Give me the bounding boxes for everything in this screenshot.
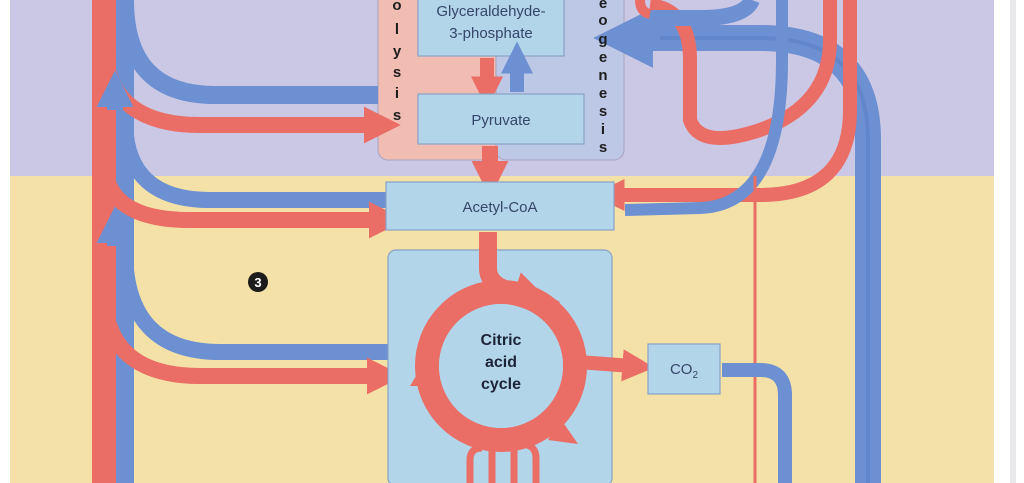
cycle-arrowhead-left — [410, 356, 440, 386]
red-arrow-to-acetyl-right — [592, 0, 857, 212]
right-margin — [994, 0, 1024, 483]
step-marker-circle — [248, 272, 268, 292]
cycle-label-line3: cycle — [481, 376, 521, 393]
pyruvate-box — [417, 93, 585, 145]
outflow-tube-1 — [466, 444, 483, 483]
red-arrow-to-citric — [96, 289, 404, 395]
cycle-arrowhead-right — [548, 418, 578, 444]
g3p-label-line1: Glyceraldehyde- — [436, 3, 545, 20]
blue-loop-top — [116, 0, 378, 104]
blue-swoop-top — [650, 0, 760, 26]
acetyl-coa-box — [385, 181, 615, 231]
gluconeogenesis-letter: s — [599, 139, 607, 156]
gluconeogenesis-letter: n — [598, 67, 607, 84]
co2-outflow-pipe — [722, 363, 792, 483]
co2-box — [647, 343, 721, 395]
gluconeogenesis-letter: o — [598, 12, 607, 29]
scrollbar-track — [1010, 0, 1016, 483]
red-arrow-cycle-to-co2 — [577, 349, 655, 382]
gluconeogenesis-letter: e — [599, 49, 607, 66]
red-tip-top — [635, 0, 652, 19]
glycolysis-letter: l — [395, 21, 399, 38]
cycle-arrowhead-top — [535, 288, 560, 318]
cycle-label-line1: Citric — [481, 332, 522, 349]
blue-line-to-acetyl-right — [624, 0, 788, 216]
blue-arrow-to-gluconeogenesis — [593, 8, 881, 483]
gluconeogenesis-letter: e — [599, 0, 607, 12]
g3p-box — [417, 0, 565, 57]
blue-pipe-shade — [660, 36, 870, 483]
g3p-label-line2: 3-phosphate — [449, 25, 532, 42]
glycolysis-letter: s — [393, 107, 401, 124]
blue-loop-acetyl — [117, 119, 386, 208]
acetyl-coa-label: Acetyl-CoA — [462, 199, 537, 216]
gluconeogenesis-letter: s — [599, 103, 607, 120]
cycle-label-line2: acid — [485, 354, 517, 371]
outflow-tube-4 — [523, 440, 540, 483]
gluconeogenesis-letter: g — [598, 31, 607, 48]
left-margin — [0, 0, 10, 483]
glycolysis-letter: o — [392, 0, 401, 14]
citric-cycle-center — [439, 304, 563, 428]
gluconeogenesis-vertical-label: e o g e n e s i s — [598, 0, 607, 156]
glycolysis-letter: i — [395, 85, 399, 102]
step-marker-number: 3 — [254, 275, 261, 290]
blue-loop-citric — [117, 249, 392, 360]
pyruvate-label: Pyruvate — [471, 112, 530, 129]
gluconeogenesis-letter: i — [601, 121, 605, 138]
glycolysis-letter: s — [393, 64, 401, 81]
glycolysis-vertical-label: o l y s i s — [392, 0, 401, 124]
glycolysis-letter: y — [393, 43, 402, 60]
gluconeogenesis-letter: e — [599, 85, 607, 102]
co2-label: CO2 — [670, 361, 699, 381]
